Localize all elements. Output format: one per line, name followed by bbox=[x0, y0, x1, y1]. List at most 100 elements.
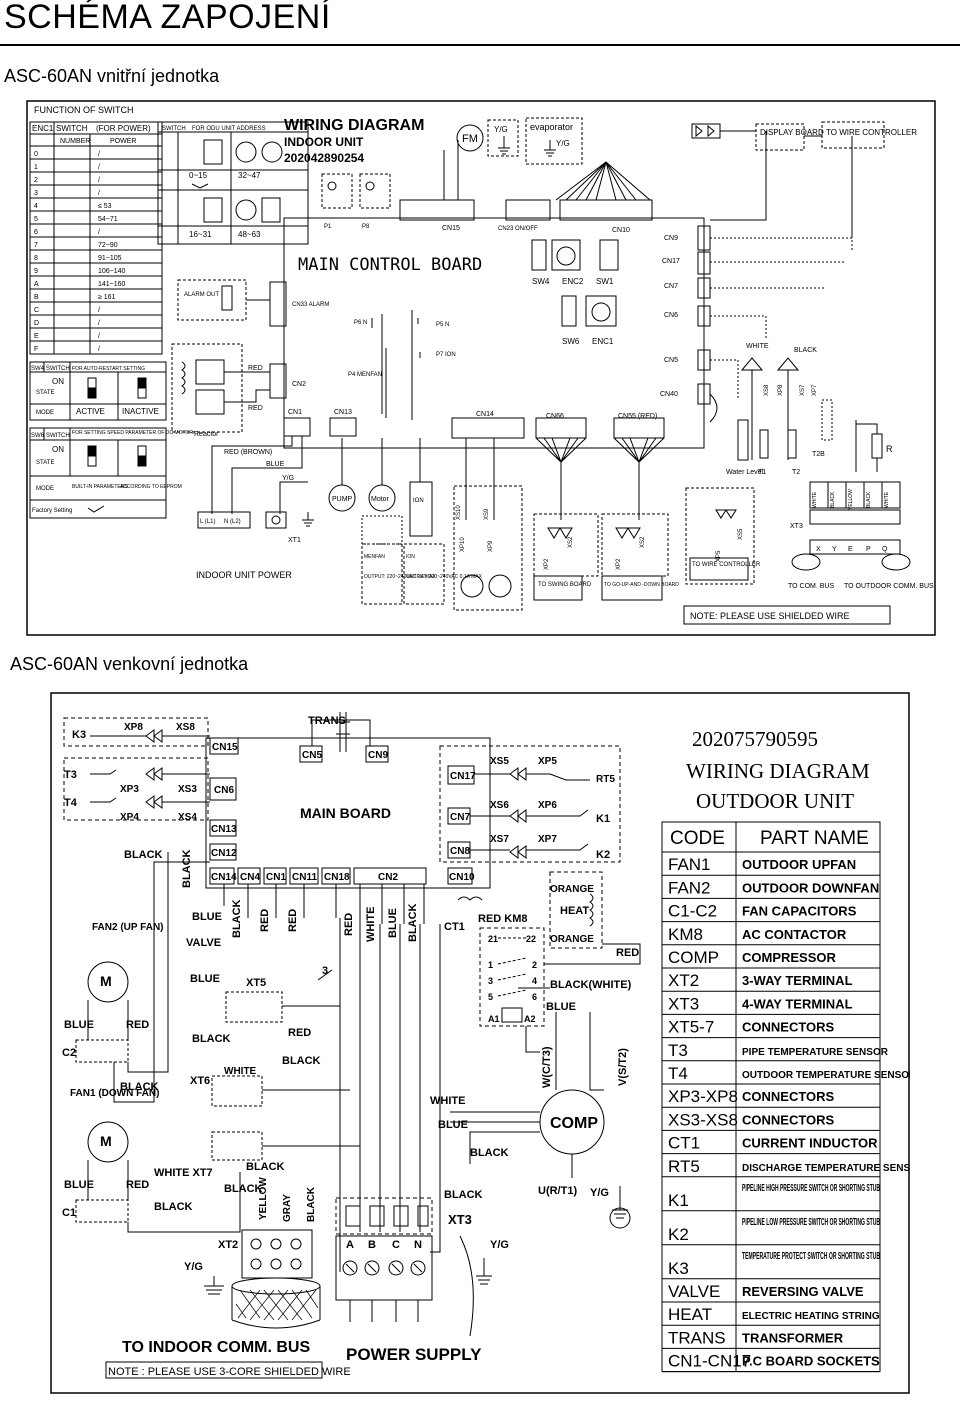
c1-label: C1 bbox=[62, 1207, 76, 1219]
code-cell: COMP bbox=[668, 948, 719, 967]
code-cell: T4 bbox=[668, 1064, 688, 1083]
sw6-h2: SWITCH bbox=[46, 433, 70, 439]
cn1-label: CN1 bbox=[288, 409, 302, 416]
c1-capacitor bbox=[75, 1199, 129, 1223]
fos-row-number: C bbox=[34, 307, 39, 314]
xt3-white-2: WHITE bbox=[884, 491, 890, 508]
xt3-black-2: BLACK bbox=[866, 491, 872, 508]
xp5-label: XP5 bbox=[716, 550, 722, 562]
part-name-cell: TRANSFORMER bbox=[742, 1330, 844, 1345]
fan2-motor-icon bbox=[87, 961, 129, 1003]
transformer-icon bbox=[336, 712, 350, 752]
fan2-label: FAN2 (UP FAN) bbox=[92, 922, 164, 933]
terminal-b: B bbox=[368, 1239, 376, 1251]
km8-a2: A2 bbox=[524, 1014, 536, 1024]
rt5-label: RT5 bbox=[596, 774, 615, 785]
code-cell: XS3-XS8 bbox=[668, 1110, 738, 1129]
xp8-out-label: XP8 bbox=[124, 722, 143, 733]
xs4-out-label: XS4 bbox=[178, 812, 197, 823]
xt6-connector bbox=[211, 1075, 263, 1107]
sw4-h1: SW4 bbox=[31, 366, 45, 372]
code-cell: XT2 bbox=[668, 971, 699, 990]
sw4-mode: MODE bbox=[36, 410, 54, 416]
fos-row-power: / bbox=[98, 190, 100, 197]
xt2-label: XT2 bbox=[218, 1239, 238, 1251]
ion-label: ION bbox=[413, 498, 424, 504]
cn2-connector bbox=[269, 363, 287, 399]
sw4-state: STATE bbox=[36, 390, 54, 396]
cn55-connector bbox=[613, 417, 665, 439]
xs10-label: XS10 bbox=[456, 505, 462, 520]
fos-row-number: 0 bbox=[34, 151, 38, 158]
fos-h2: SWITCH bbox=[56, 124, 88, 133]
menfan-label: MENFAN bbox=[364, 554, 385, 560]
xs2b-label: XS2 bbox=[640, 536, 646, 548]
p5-label: P5 N bbox=[436, 322, 449, 328]
addr-h1: SWITCH bbox=[162, 126, 186, 132]
water-level-label: Water Level bbox=[726, 469, 764, 476]
black-wire: BLACK bbox=[794, 347, 817, 354]
sw6-table: SW6 SWITCH FOR SETTING SPEED PARAMETER O… bbox=[29, 427, 194, 519]
xs3-out-label: XS3 bbox=[178, 784, 197, 795]
t2b-label: T2B bbox=[812, 451, 825, 458]
part-name-cell: ELECTRIC HEATING STRING bbox=[742, 1311, 880, 1322]
p7-label: P7 ION bbox=[436, 352, 456, 358]
cn15-box bbox=[209, 737, 239, 755]
fos-row-number: B bbox=[34, 294, 39, 301]
wire-ctrl-connector-icon bbox=[715, 509, 737, 519]
evap-yg: Y/G bbox=[556, 139, 570, 148]
black-wire-xt7: BLACK bbox=[224, 1183, 263, 1195]
display-board-label: DISPLAY BOARD bbox=[760, 128, 824, 137]
code-cell: XP3-XP8 bbox=[668, 1087, 738, 1106]
yg-comm-label: Y/G bbox=[184, 1261, 203, 1273]
red-wire-2: RED bbox=[248, 405, 263, 412]
cn17-label: CN17 bbox=[662, 258, 680, 265]
ct1-label: CT1 bbox=[444, 921, 465, 933]
xt5-label: XT5 bbox=[246, 977, 266, 989]
outdoor-title: WIRING DIAGRAM bbox=[686, 759, 870, 783]
cn1-connector bbox=[283, 417, 311, 437]
cn6-box bbox=[209, 777, 237, 801]
xt3-terminal: WHITE BLACK YELLOW BLACK WHITE XT3 X Y E… bbox=[790, 481, 901, 555]
sw6-h3: FOR SETTING SPEED PARAMETER OF DC MOTOR. bbox=[72, 430, 194, 436]
white-wire-1: WHITE bbox=[365, 907, 377, 942]
fm-yg: Y/G bbox=[494, 125, 508, 134]
output-1-label: OUTPUT: 220~240VAC 1A MAX bbox=[364, 574, 436, 580]
t1-label: T1 bbox=[758, 469, 766, 476]
red-km8-label: RED KM8 bbox=[478, 913, 528, 925]
code-cell: K3 bbox=[668, 1259, 689, 1278]
km8-22: 22 bbox=[526, 934, 536, 944]
motor-label: Motor bbox=[371, 496, 390, 503]
black-wire-fan: BLACK bbox=[120, 1081, 159, 1093]
sw6-mode: MODE bbox=[36, 486, 54, 492]
t3-label: T3 bbox=[64, 769, 77, 781]
fos-row-power: / bbox=[98, 229, 100, 236]
black-wire-4: BLACK bbox=[407, 903, 419, 942]
step-motor-1-icon bbox=[460, 574, 484, 598]
xp3-out-label: XP3 bbox=[120, 784, 139, 795]
terminal-e: E bbox=[848, 546, 853, 553]
l1-label: L (L1) bbox=[200, 519, 215, 525]
sw1-label: SW1 bbox=[596, 277, 614, 286]
cn13-label: CN13 bbox=[334, 409, 352, 416]
black-wire-2: BLACK bbox=[181, 849, 193, 888]
part-name-cell: P.C BOARD SOCKETS bbox=[742, 1354, 880, 1369]
black-wire-comm2: BLACK bbox=[306, 1186, 317, 1222]
thermistor-icon bbox=[90, 769, 117, 803]
t1-sensor bbox=[759, 429, 769, 459]
outdoor-main-board bbox=[205, 737, 491, 889]
sensor-connector-icon bbox=[740, 357, 800, 371]
orange-wire-1: ORANGE bbox=[550, 884, 594, 895]
black-wire-xt5b: BLACK bbox=[282, 1055, 321, 1067]
cn10-out-label: CN10 bbox=[449, 872, 475, 883]
k3-label: K3 bbox=[72, 729, 86, 741]
cn23-label: CN23 ON/OFF bbox=[498, 226, 538, 232]
xt1-label: XT1 bbox=[288, 537, 301, 544]
w-ct3-label: W(C/T3) bbox=[541, 1046, 553, 1088]
terminal-y: Y bbox=[832, 546, 837, 553]
cn15-label: CN15 bbox=[442, 225, 460, 232]
cn1-out-label: CN1 bbox=[266, 872, 286, 883]
swing-connector-icon bbox=[547, 527, 573, 539]
yellow-wire: YELLOW bbox=[258, 1177, 269, 1220]
fos-title: FUNCTION OF SWITCH bbox=[34, 105, 134, 115]
